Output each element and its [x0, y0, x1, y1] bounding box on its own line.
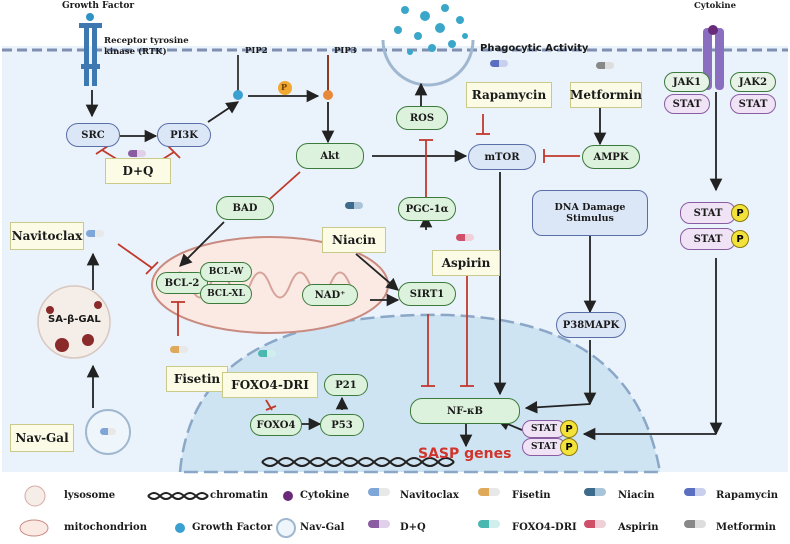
- pip3-icon: [323, 90, 333, 100]
- rapamycin-pill-icon: [490, 60, 508, 67]
- dq-drug-box: D+Q: [105, 158, 171, 184]
- pi3k-node: PI3K: [157, 123, 211, 147]
- niacin-pill-icon: [345, 202, 363, 209]
- ros-particles: [394, 4, 468, 55]
- metformin-pill-icon: [684, 520, 706, 528]
- bcl-w-node: BCL-W: [200, 262, 252, 282]
- stat-dimer-bottom: STAT: [680, 228, 736, 250]
- phagocytic-vesicle: [381, 39, 475, 87]
- foxo4dri-pill-icon: [258, 350, 276, 357]
- dq-pill-icon: [368, 520, 390, 528]
- foxo4dri-pill-icon: [478, 520, 500, 528]
- growth-factor-label: Growth Factor: [62, 1, 135, 11]
- navgal-pill-icon: [100, 428, 116, 435]
- phosphate-icon: [278, 81, 292, 95]
- pip3-label: PIP3: [334, 46, 357, 56]
- dna-damage-node: DNA Damage Stimulus: [532, 190, 648, 236]
- navitoclax-drug-box: Navitoclax: [10, 222, 84, 250]
- legend-navitoclax: Navitoclax: [400, 490, 459, 501]
- legend-niacin: Niacin: [618, 490, 655, 501]
- aspirin-drug-box: Aspirin: [432, 250, 500, 276]
- sirt1-node: SIRT1: [398, 282, 456, 306]
- bad-node: BAD: [216, 196, 274, 220]
- navgal-drug-box: Nav-Gal: [10, 424, 74, 452]
- legend-chromatin: chromatin: [210, 490, 269, 501]
- legend-dq: D+Q: [400, 522, 426, 533]
- p21-node: P21: [324, 374, 368, 396]
- inhibition-lines: [95, 114, 580, 411]
- sasp-genes-label: SASP genes: [418, 446, 512, 462]
- legend-fisetin: Fisetin: [512, 490, 551, 501]
- rapamycin-pill-icon: [684, 488, 706, 496]
- phospho-icon: P: [560, 438, 578, 456]
- stat-nucleus-top: STAT: [522, 420, 566, 438]
- legend-foxo4dri: FOXO4-DRI: [512, 522, 577, 533]
- stat-left-node: STAT: [664, 94, 710, 114]
- legend-growth-factor: Growth Factor: [192, 522, 273, 533]
- phagocytic-label: Phagocytic Activity: [480, 43, 589, 54]
- aspirin-pill-icon: [456, 234, 474, 241]
- legend-mitochondrion: mitochondrion: [64, 522, 147, 533]
- bcl-xl-node: BCL-XL: [200, 284, 252, 304]
- rapamycin-drug-box: Rapamycin: [466, 82, 552, 108]
- stat-dimer-top: STAT: [680, 202, 736, 224]
- metformin-pill-icon: [596, 62, 614, 69]
- legend-aspirin: Aspirin: [618, 522, 659, 533]
- fisetin-pill-icon: [478, 488, 500, 496]
- phospho-icon: P: [731, 204, 749, 222]
- navitoclax-pill-icon: [86, 230, 104, 237]
- sa-gal-label: SA-β-GAL: [48, 314, 101, 325]
- dq-pill-icon: [128, 150, 146, 157]
- stat-right-node: STAT: [730, 94, 776, 114]
- ros-node: ROS: [396, 106, 448, 130]
- phosphate-label: P: [281, 82, 288, 92]
- akt-node: Akt: [296, 143, 364, 169]
- legend-navgal: Nav-Gal: [300, 522, 345, 533]
- jak2-node: JAK2: [730, 72, 776, 92]
- foxo4dri-drug-box: FOXO4-DRI: [222, 372, 318, 398]
- foxo4-node: FOXO4: [250, 414, 302, 436]
- nfkb-node: NF-κB: [410, 398, 520, 424]
- ampk-node: AMPK: [582, 145, 640, 169]
- legend-rapamycin: Rapamycin: [716, 490, 779, 501]
- aspirin-pill-icon: [584, 520, 606, 528]
- niacin-drug-box: Niacin: [322, 227, 386, 253]
- p38mapk-node: P38MAPK: [556, 312, 626, 338]
- src-node: SRC: [66, 123, 120, 147]
- jak1-node: JAK1: [664, 72, 710, 92]
- legend-metformin: Metformin: [716, 522, 776, 533]
- phospho-icon: P: [560, 420, 578, 438]
- bcl2-node: BCL-2: [156, 272, 208, 294]
- pgc1a-node: PGC-1α: [398, 197, 456, 221]
- navitoclax-pill-icon: [368, 488, 390, 496]
- cytokine-label: Cytokine: [694, 1, 737, 11]
- niacin-pill-icon: [584, 488, 606, 496]
- phospho-icon: P: [731, 230, 749, 248]
- mtor-node: mTOR: [468, 144, 536, 170]
- p53-node: P53: [320, 414, 364, 436]
- pip2-label: PIP2: [245, 46, 268, 56]
- metformin-drug-box: Metformin: [570, 82, 642, 108]
- rtk-receptor: [79, 13, 102, 86]
- nad-node: NAD⁺: [302, 284, 358, 306]
- legend-icons: [19, 485, 296, 538]
- pip2-icon: [233, 90, 243, 100]
- fisetin-drug-box: Fisetin: [166, 366, 228, 392]
- rtk-label: Receptor tyrosine kinase (RTK): [104, 36, 189, 57]
- legend-lysosome: lysosome: [64, 490, 116, 501]
- fisetin-pill-icon: [170, 346, 188, 353]
- legend-cytokine: Cytokine: [300, 490, 350, 501]
